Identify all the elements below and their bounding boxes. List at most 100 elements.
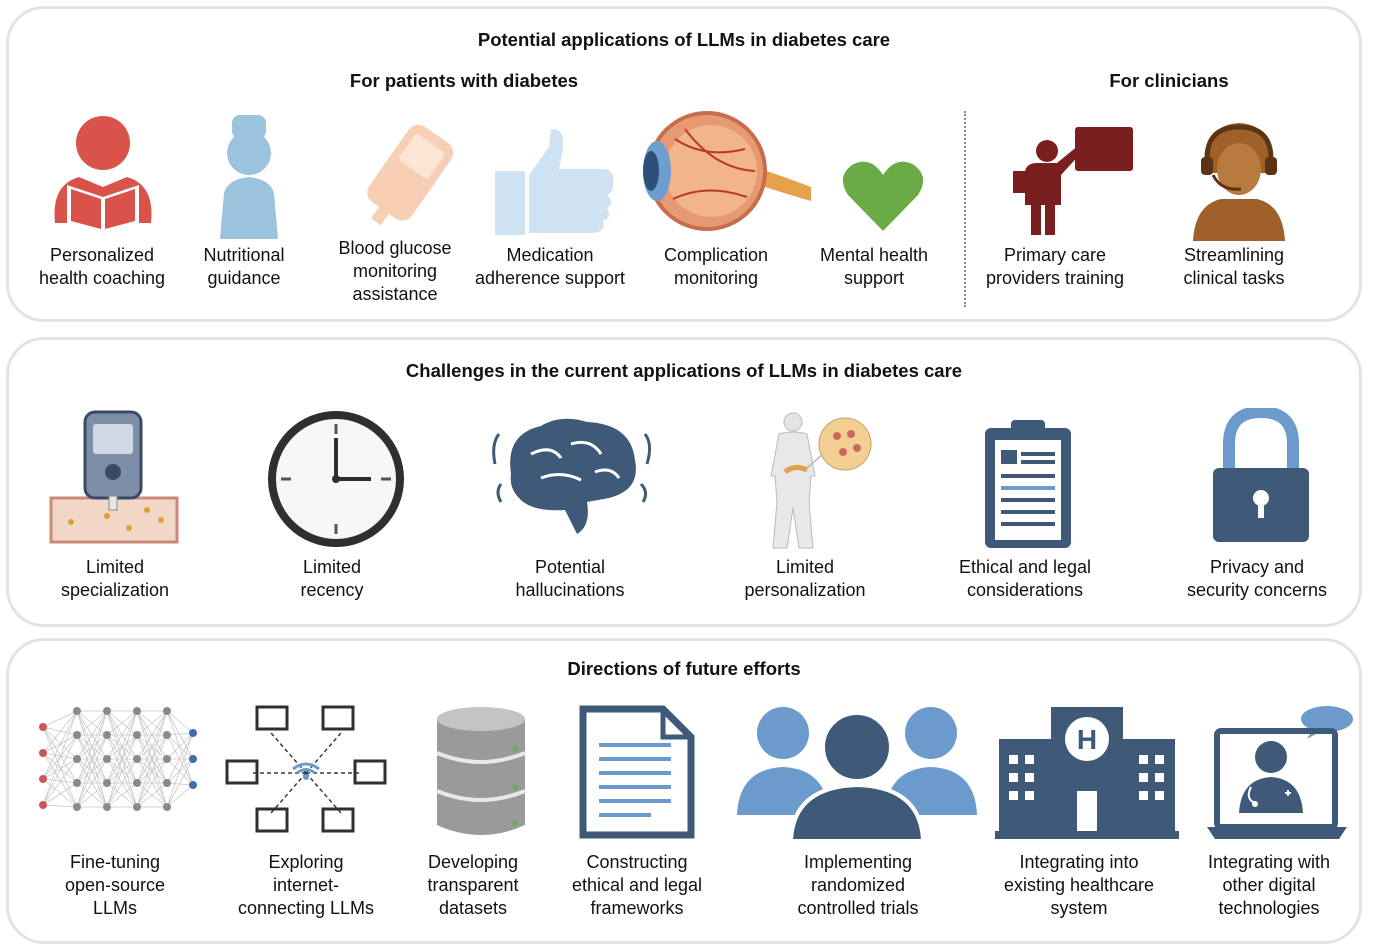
network-node [73,779,81,787]
network-edge [42,710,78,728]
network-node [163,731,171,739]
network-edge [106,782,138,808]
network-edge [76,734,108,808]
network-node [189,729,197,737]
challenges-title: Challenges in the current applications o… [405,360,963,381]
network-edge [76,710,108,760]
network-edge [166,732,194,736]
network-node [163,803,171,811]
network-edge [42,710,78,780]
network-node [103,803,111,811]
document-icon [579,705,695,839]
network-node [39,749,47,757]
applications-title: Potential applications of LLMs in diabet… [477,29,891,50]
network-edge [42,752,78,784]
network-edge [166,758,194,808]
network-edge [166,710,194,760]
network-node [73,707,81,715]
network-edge [42,734,78,806]
network-edge [166,710,194,734]
network-node [189,781,197,789]
network-edge [76,710,108,808]
brain-icon [491,414,653,536]
clipboard-icon [981,416,1075,550]
network-edge [166,732,194,808]
directions-title: Directions of future efforts [567,658,801,679]
network-node [163,779,171,787]
network-edge [76,710,108,784]
network-edge [136,710,168,784]
network-edge [136,710,168,736]
network-node [103,707,111,715]
network-node [73,803,81,811]
network-edge [166,784,194,808]
network-node [103,755,111,763]
network-edge [106,710,138,808]
network-edge [42,752,78,760]
network-node [133,755,141,763]
network-edge [106,758,138,808]
network-edge [76,758,108,808]
network-edge [136,758,168,808]
network-node [133,803,141,811]
network-node [189,755,197,763]
network-edge [42,804,78,808]
network-edge [136,734,168,808]
chef-icon [216,113,282,239]
network-edge [166,732,194,760]
network-edge [106,710,138,736]
challenges-panel: Challenges in the current applications o… [6,337,1362,627]
network-node [133,731,141,739]
applications-panel: Potential applications of LLMs in diabet… [6,6,1362,322]
network-node [39,775,47,783]
network-edge [166,734,194,760]
network-edge [42,710,78,806]
network-computers-icon [223,703,389,839]
person-reading-icon [47,113,159,235]
svg-text:H: H [1077,724,1097,755]
network-node [103,731,111,739]
patients-heading: For patients with diabetes [349,70,579,91]
network-edge [166,758,194,786]
clinicians-heading: For clinicians [1109,70,1229,91]
network-edge [76,782,108,808]
network-edge [136,782,168,808]
body-pancreas-icon [757,412,875,550]
network-node [39,801,47,809]
network-edge [136,710,168,760]
network-edge [42,778,78,784]
network-edge [166,782,194,786]
network-edge [136,710,168,808]
thumbs-up-icon [493,127,615,235]
network-edge [106,734,138,808]
glucometer-vessel-icon [49,410,179,548]
clock-icon [267,410,405,548]
network-edge [42,710,78,754]
network-edge [42,726,78,760]
people-group-icon [735,705,979,841]
network-edge [42,726,78,736]
section-divider [964,111,966,307]
network-node [39,723,47,731]
glucose-meter-icon [347,121,465,233]
network-edge [106,710,138,784]
network-node [133,707,141,715]
database-icon [435,705,527,839]
hospital-icon: H [993,705,1181,841]
network-edge [42,758,78,780]
